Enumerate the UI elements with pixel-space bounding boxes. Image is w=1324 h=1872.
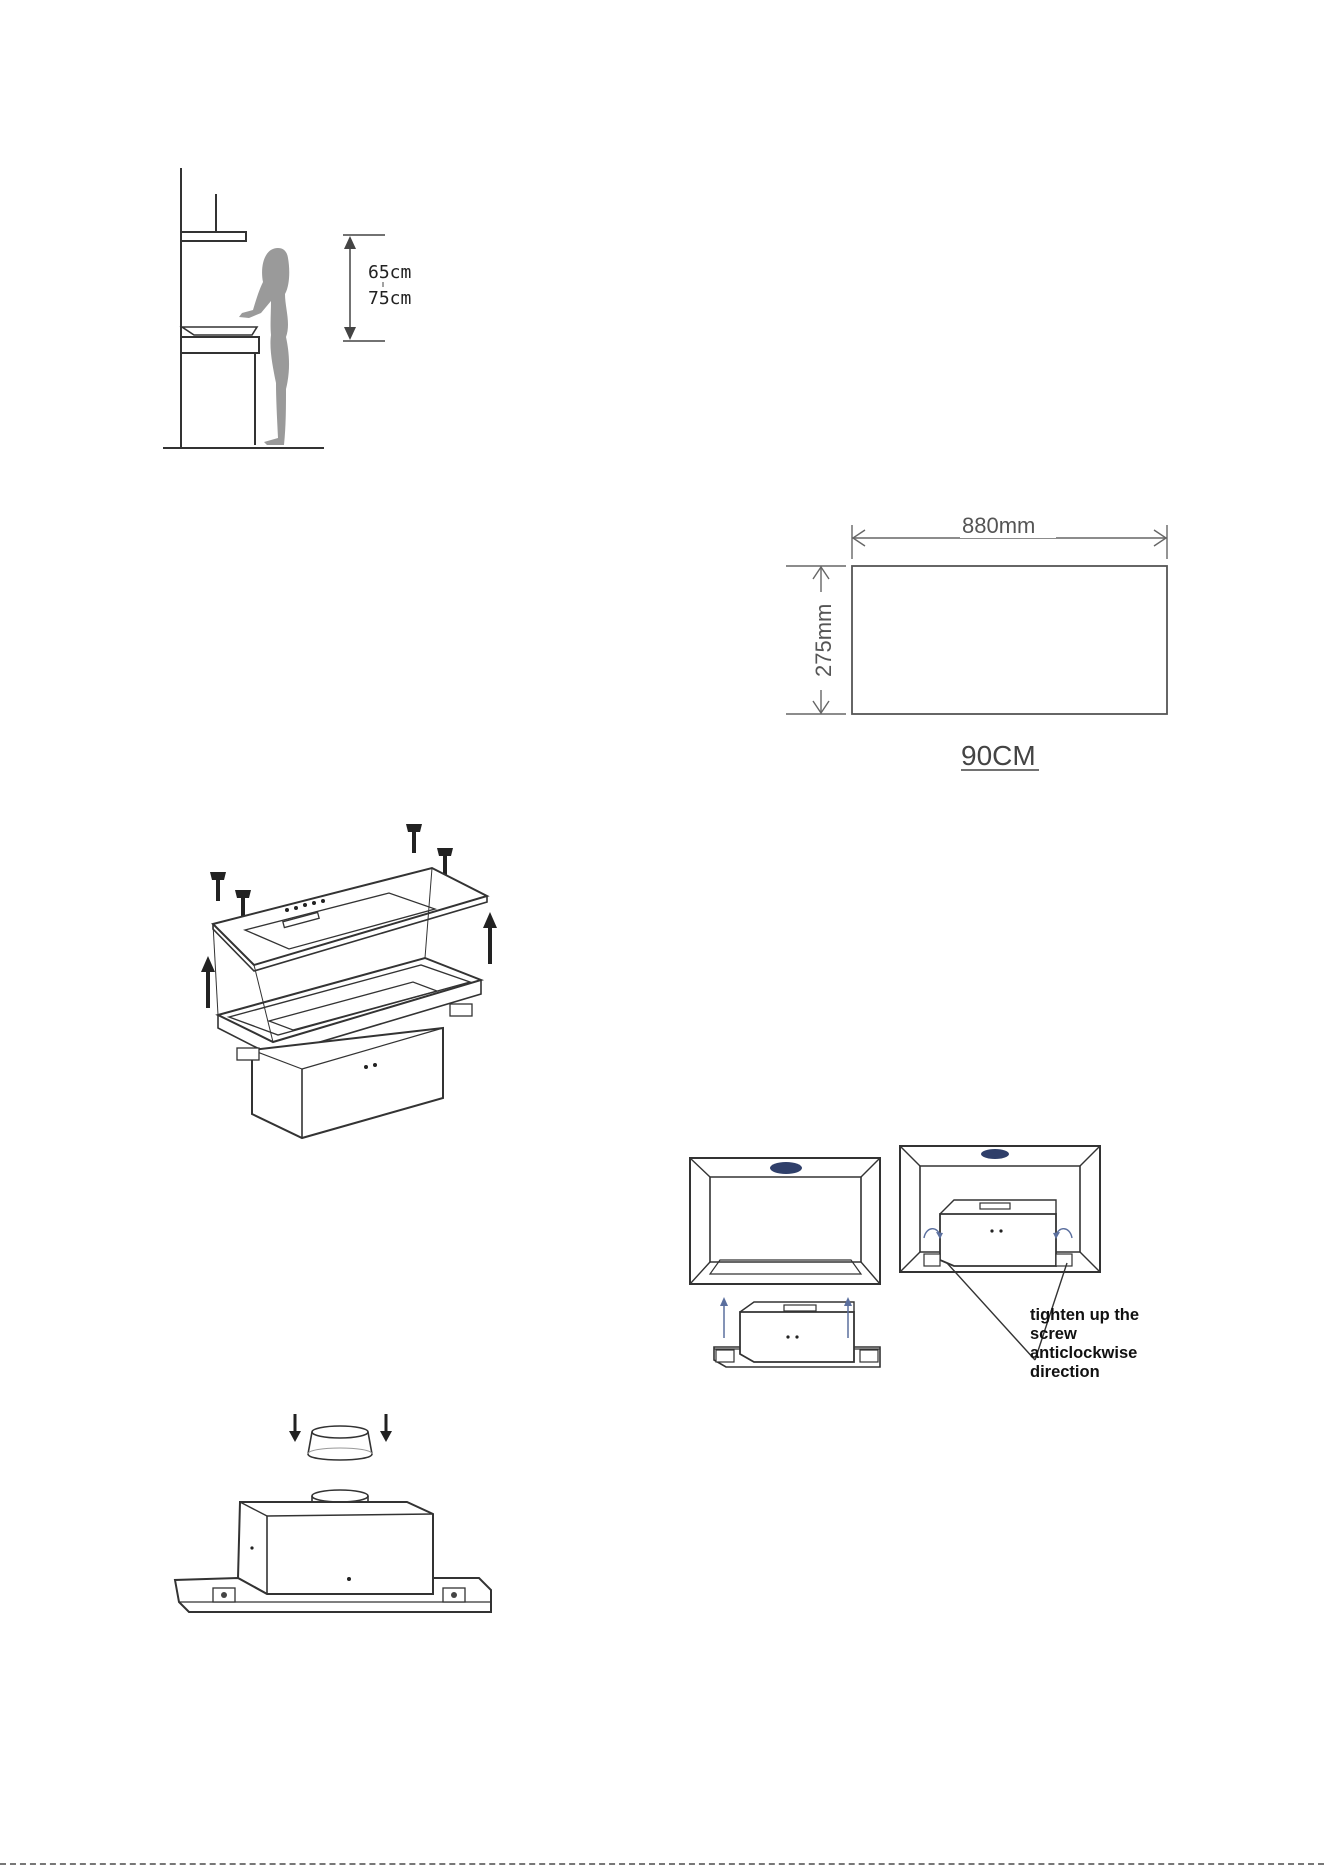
cutout-height-label: 275mm <box>811 604 836 677</box>
duct-opening-icon <box>981 1149 1009 1159</box>
lift-arrow-icon <box>201 956 215 1008</box>
cutout-size-caption: 90CM <box>961 740 1036 771</box>
height-label-top: 65cm <box>368 262 411 283</box>
mounting-note-line: direction <box>1030 1363 1100 1381</box>
height-label-bottom: 75cm <box>368 288 411 309</box>
down-arrow-icon <box>289 1414 301 1442</box>
up-arrow-icon <box>720 1297 728 1338</box>
mounting-note-line: screw <box>1030 1325 1077 1343</box>
mounting-note-line: anticlockwise <box>1030 1344 1137 1362</box>
cutout-width-label: 880mm <box>962 513 1035 538</box>
duct-collar-icon <box>308 1426 372 1460</box>
glass-panel-removal-figure <box>195 816 507 1135</box>
down-arrow-icon <box>380 1414 392 1442</box>
screw-icon <box>406 824 422 853</box>
mounting-note: tighten up the screw anticlockwise direc… <box>1030 1306 1144 1381</box>
mounting-note-line: tighten up the <box>1030 1306 1139 1324</box>
duct-collar-figure <box>175 1410 503 1618</box>
cutout-dimensions-figure: 880mm 275mm 90CM <box>786 512 1194 778</box>
page-bottom-rule <box>0 1863 1324 1865</box>
duct-opening-icon <box>770 1162 802 1174</box>
cabinet-mounting-figure: tighten up the screw anticlockwise direc… <box>690 1142 1170 1390</box>
screw-icon <box>210 872 226 901</box>
lift-arrow-icon <box>483 912 497 964</box>
mounting-height-figure: 65cm 75cm <box>160 164 450 458</box>
